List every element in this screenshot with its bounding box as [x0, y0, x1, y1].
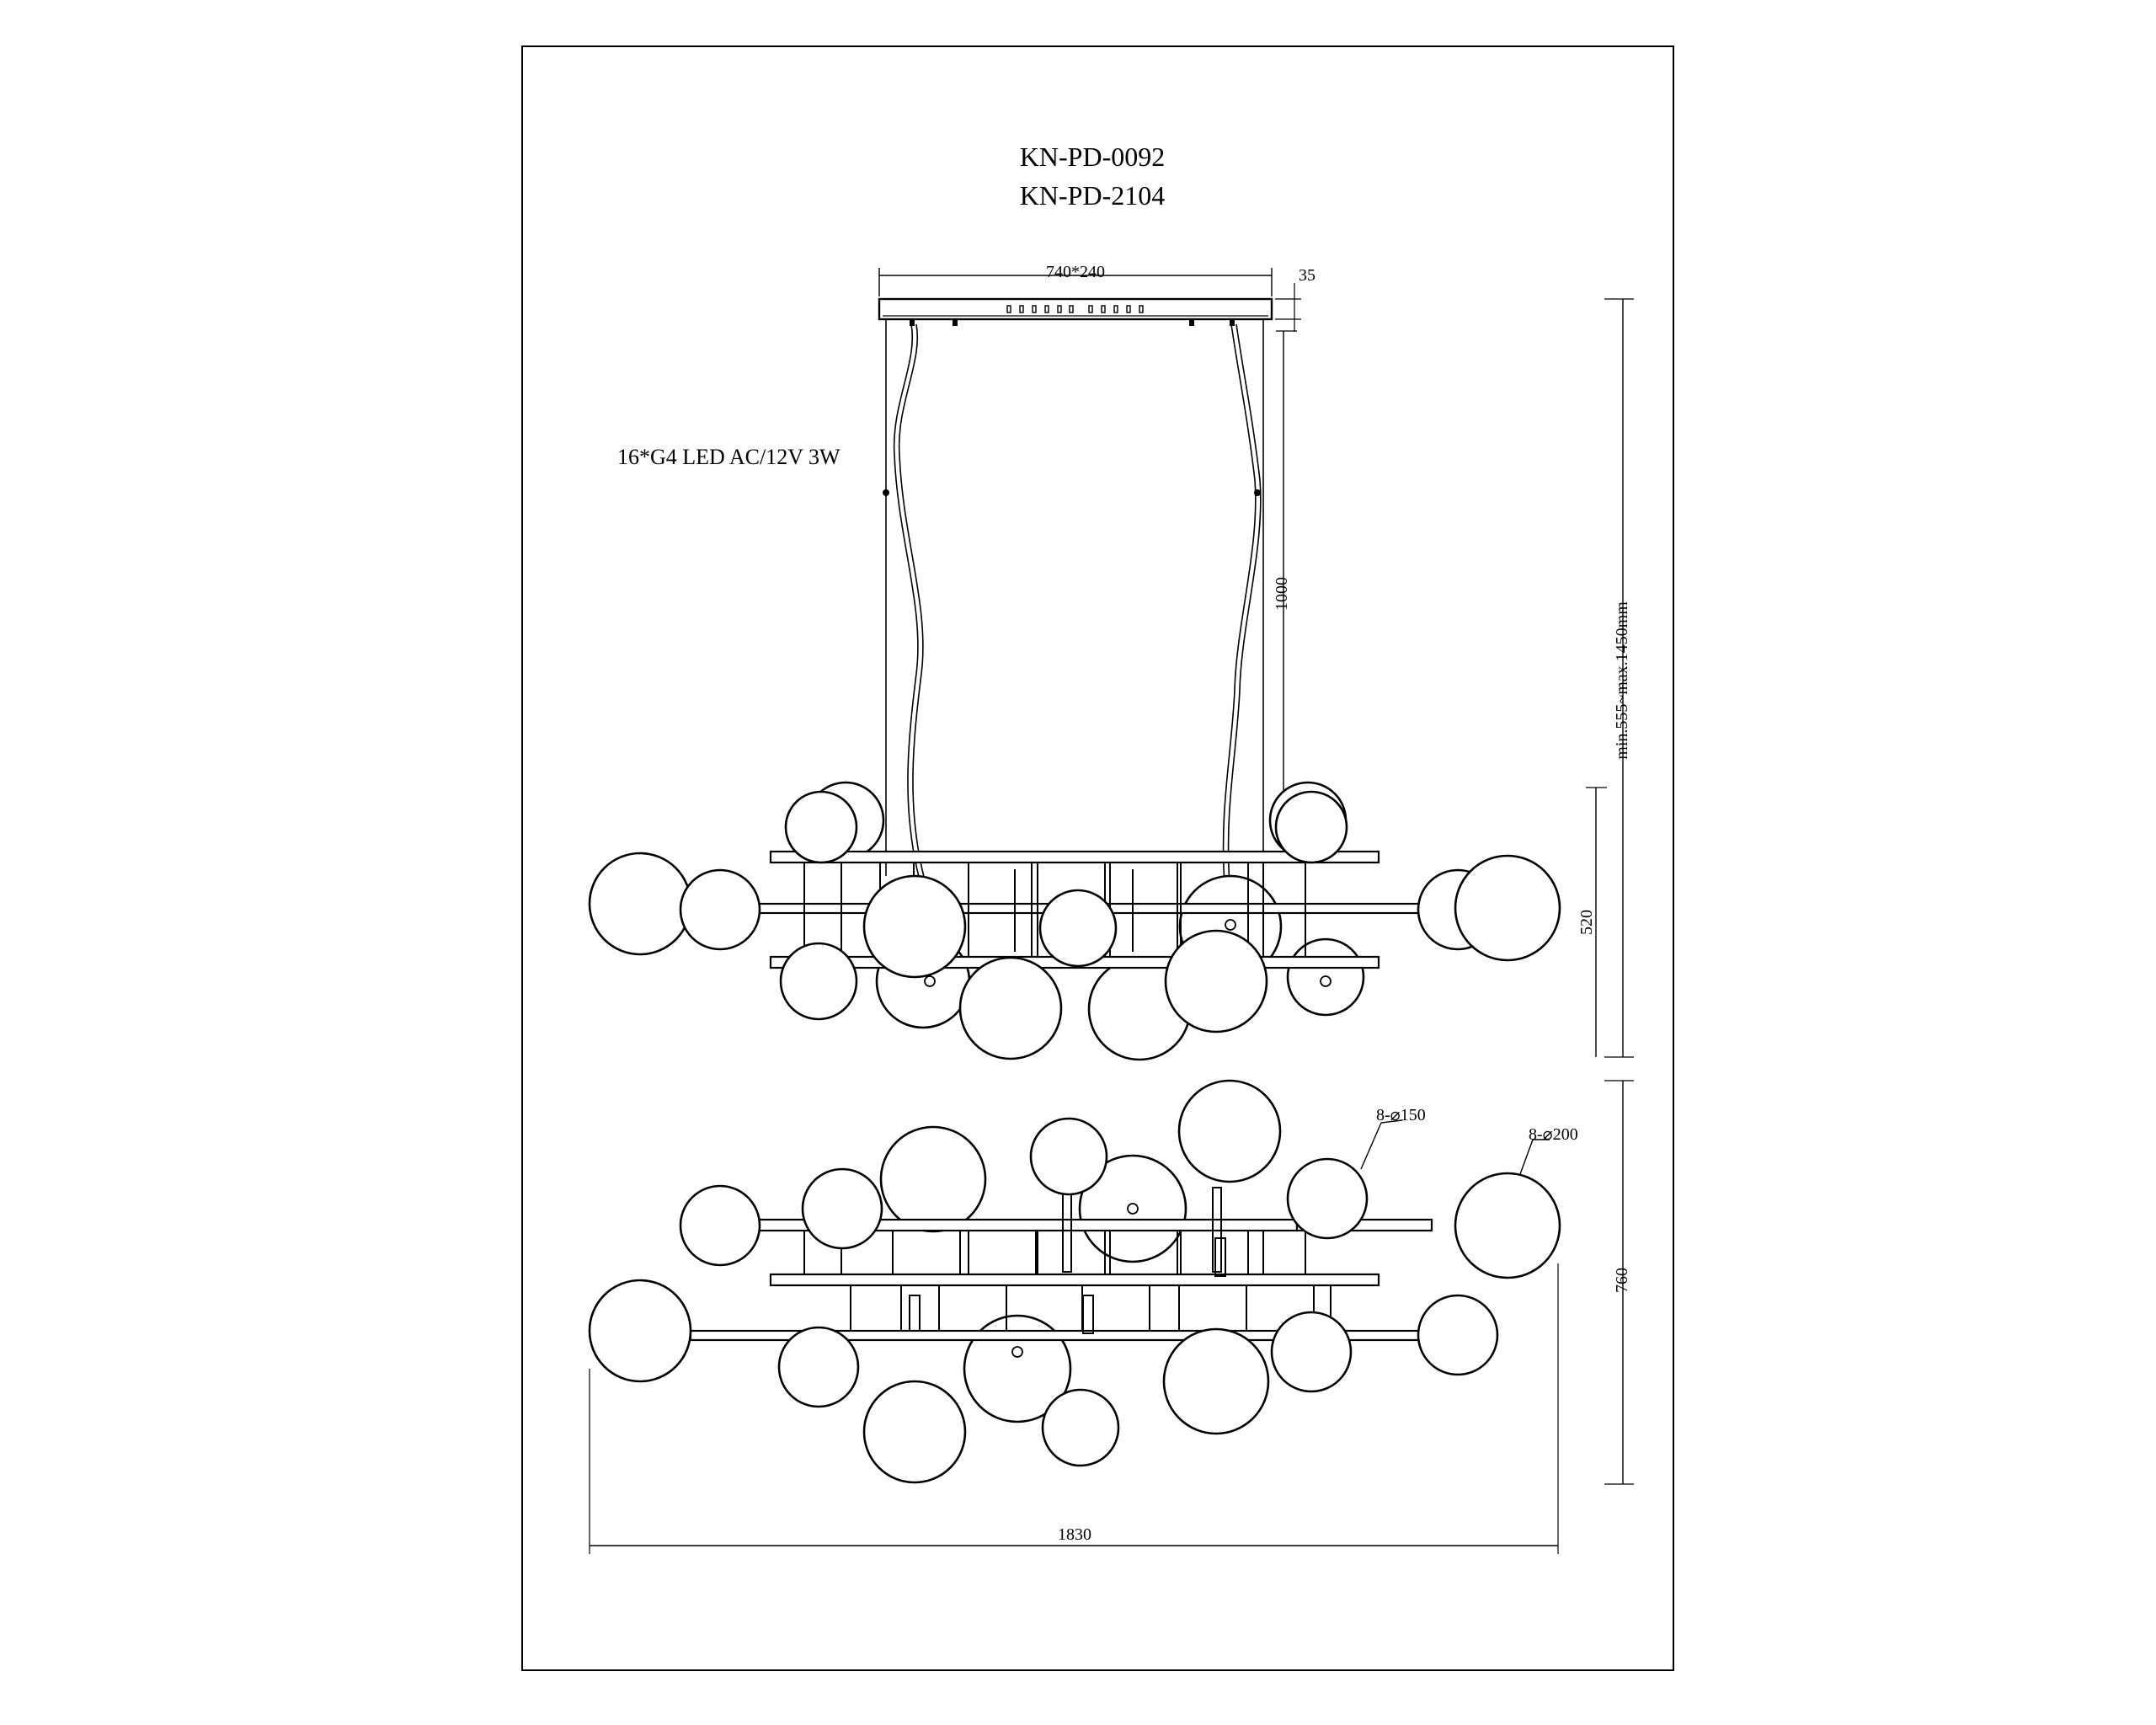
total-depth-label: 760	[1613, 1268, 1631, 1293]
total-height-dimension: min.555~max.1450mm	[1604, 298, 1634, 1058]
canopy-width-dimension: 740*240	[878, 263, 1273, 296]
suspension-cables	[885, 319, 1264, 885]
large-globes-callout: 8-⌀200	[1519, 1125, 1578, 1175]
spec-text: 16*G4 LED AC/12V 3W	[617, 445, 841, 469]
fixture-frame-plan	[689, 1178, 1459, 1358]
total-length-label: 1830	[1058, 1525, 1091, 1544]
cable-length-label: 1000	[1273, 577, 1291, 611]
elevation-view: 740*240 35	[588, 263, 1634, 1061]
small-globes-label: 8-⌀150	[1376, 1106, 1426, 1124]
body-height-label: 520	[1577, 910, 1596, 935]
body-height-dimension: 520	[1577, 787, 1607, 1057]
total-depth-dimension: 760	[1604, 1080, 1634, 1485]
total-height-label: min.555~max.1450mm	[1613, 601, 1631, 760]
model-number-2: KN-PD-2104	[1020, 180, 1165, 211]
large-globes-label: 8-⌀200	[1529, 1125, 1578, 1144]
plan-view: 8-⌀150 8-⌀200 760 1830	[588, 1079, 1634, 1554]
small-globes-callout: 8-⌀150	[1360, 1106, 1426, 1170]
canopy-height-dimension: 35	[1275, 266, 1315, 332]
canopy	[878, 297, 1273, 326]
cable-length-dimension: 1000	[1273, 330, 1297, 857]
canopy-width-label: 740*240	[1046, 263, 1105, 281]
total-length-dimension: 1830	[589, 1263, 1559, 1554]
sheet-frame	[521, 45, 1674, 1671]
canopy-height-label: 35	[1299, 266, 1315, 285]
model-number-1: KN-PD-0092	[1020, 142, 1165, 172]
